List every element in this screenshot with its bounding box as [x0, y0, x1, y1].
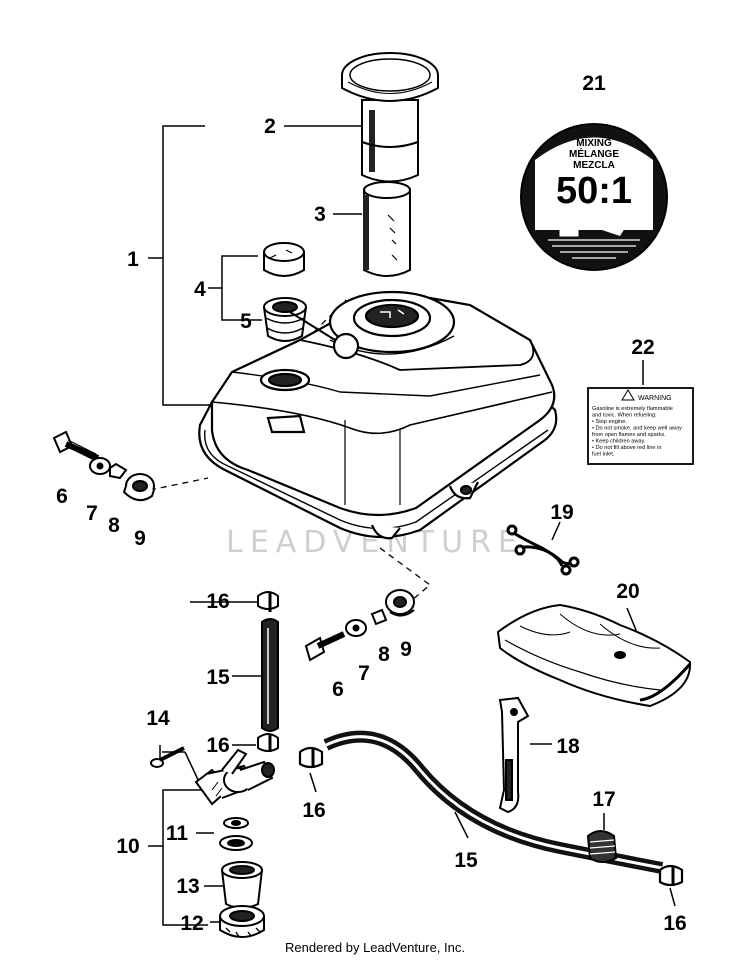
fuel-line-long [298, 730, 684, 887]
line-bracket [498, 696, 530, 814]
callout-22: 22 [631, 336, 654, 359]
callout-20: 20 [616, 580, 639, 603]
oil-cap [263, 242, 305, 277]
callout-7: 7 [358, 662, 370, 685]
callout-4: 4 [194, 278, 206, 301]
callout-5: 5 [240, 310, 252, 333]
callout-10: 10 [116, 835, 139, 858]
callout-18: 18 [556, 735, 580, 758]
callout-16: 16 [206, 590, 229, 613]
warning-line: • Keep children away. [592, 439, 646, 445]
callout-13: 13 [176, 875, 199, 898]
warning-line: and toxic. When refueling: [592, 413, 657, 419]
callout-12: 12 [180, 912, 203, 935]
callout-17: 17 [592, 788, 615, 811]
callout-9: 9 [134, 527, 146, 550]
callout-6: 6 [332, 678, 344, 701]
callout-3: 3 [314, 203, 326, 226]
decal-ratio: 50:1 [556, 170, 632, 212]
tank-pad [496, 603, 692, 708]
warning-line: from open flames and sparks. [592, 432, 666, 438]
drain-plug [586, 830, 618, 863]
fuel-valve [194, 748, 275, 806]
callout-15: 15 [206, 666, 230, 689]
warning-line: • Do not smoke, and keep well away [592, 426, 682, 432]
fuel-can-icon [559, 209, 579, 237]
footer-credit: Rendered by LeadVenture, Inc. [285, 940, 465, 955]
bowl-nut [219, 905, 265, 938]
callout-1: 1 [127, 248, 139, 271]
callout-16: 16 [206, 734, 229, 757]
callout-15: 15 [454, 849, 478, 872]
decal-line-mixing: MIXING [576, 138, 612, 149]
fuel-tank [198, 290, 558, 540]
callout-19: 19 [550, 501, 573, 524]
filler-cap [341, 52, 439, 183]
warning-decal: WARNING Gasoline is extremely flammablea… [587, 387, 694, 465]
spring-clip [506, 524, 580, 576]
callout-21: 21 [582, 72, 606, 95]
mount-hardware-right [304, 589, 415, 662]
mount-hardware-left [52, 430, 155, 502]
warning-title: WARNING [638, 395, 672, 402]
callout-8: 8 [108, 514, 120, 537]
decal-line-melange: MÉLANGE [569, 147, 619, 160]
screw [150, 746, 185, 768]
fuel-line-vertical [257, 591, 279, 752]
grommet [263, 297, 307, 342]
oil-can-icon [602, 213, 630, 236]
callout-16: 16 [302, 799, 325, 822]
callout-7: 7 [86, 502, 98, 525]
callout-2: 2 [264, 115, 276, 138]
warning-line: Gasoline is extremely flammable [592, 406, 673, 412]
warning-line: • Stop engine. [592, 419, 627, 425]
warning-line: fuel inlet. [592, 452, 615, 458]
callout-6: 6 [56, 485, 68, 508]
callout-8: 8 [378, 643, 390, 666]
callout-16: 16 [663, 912, 686, 935]
mixing-decal: MIXING MÉLANGE MEZCLA 50:1 [520, 123, 668, 271]
filter-cup [221, 861, 263, 909]
callout-11: 11 [166, 822, 189, 845]
warning-line: • Do not fill above red line in [592, 445, 661, 451]
decal-line-mezcla: MEZCLA [573, 160, 615, 171]
warning-triangle-icon [621, 389, 635, 401]
washers [219, 817, 253, 851]
bracket-1 [162, 125, 212, 406]
fuel-strainer [363, 181, 411, 277]
callout-14: 14 [146, 707, 170, 730]
callout-9: 9 [400, 638, 412, 661]
